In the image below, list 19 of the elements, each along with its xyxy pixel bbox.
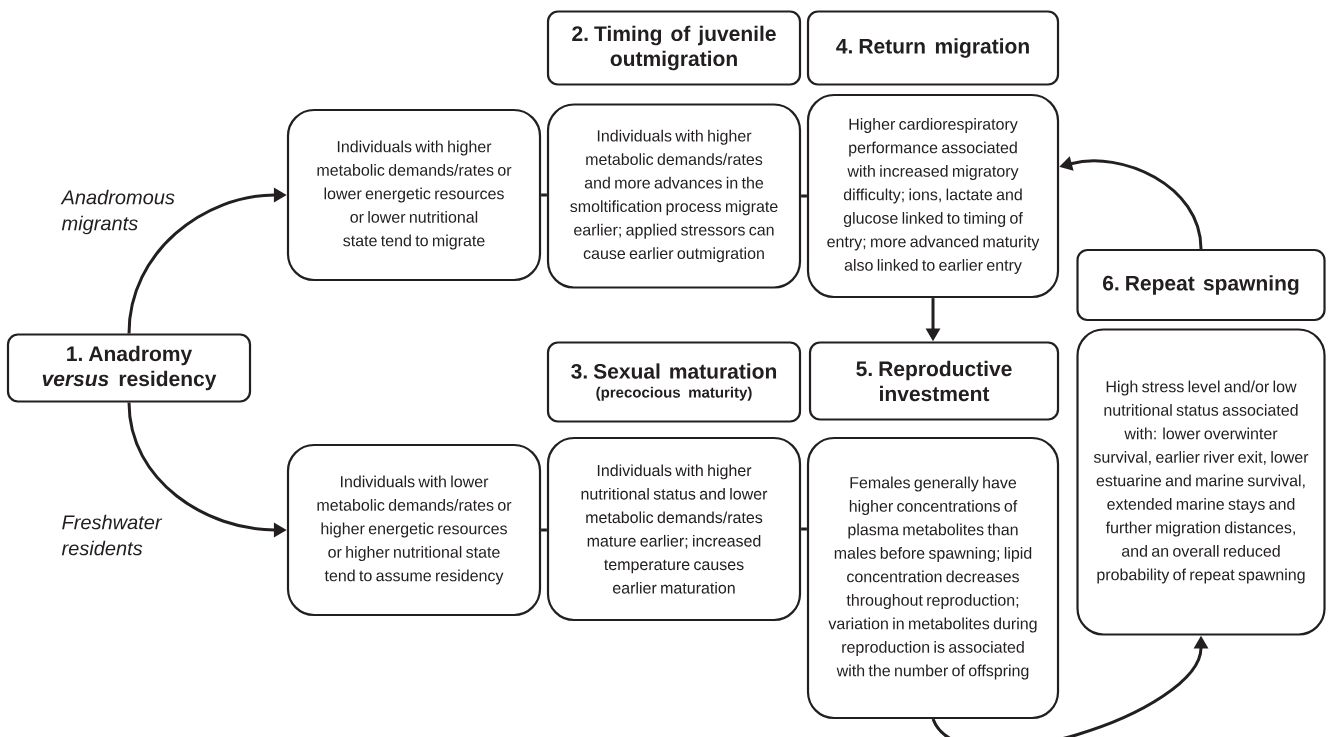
description-box: High stress level and/or low nutritional status associated with: lower overwinter survival, earlier river exit, lower estuarine and marine survival, extended marine stays and further migration distances, and an overall reduced probability of repeat spawning (1076, 328, 1326, 636)
connector (541, 193, 547, 197)
description-box: Individuals with higher nutritional status and lower metabolic demands/rates mature earlier; increased temperature causes earlier maturation (546, 436, 802, 622)
connector (801, 527, 807, 531)
connector (541, 528, 547, 532)
heading-box: 1. Anadromy versus residency (6, 333, 252, 403)
heading-box: 6. Repeat spawning (1076, 248, 1326, 322)
connector (801, 194, 807, 198)
description-box: Individuals with lower metabolic demands/rates or higher energetic resources or higher nutritional state tend to assume residency (286, 443, 542, 617)
heading-box: 2. Timing of juvenile outmigration (546, 10, 802, 86)
heading-box: 5. Reproductive investment (808, 341, 1060, 421)
description-box: Higher cardiorespiratory performance associated with increased migratory difficulty; ions, lactate and glucose linked to timing of entry; more advanced maturity also linked to earlier entry (806, 93, 1060, 299)
edge-label: Freshwater residents (61, 514, 163, 556)
description-box: Individuals with higher metabolic demands/rates or lower energetic resources or lower nutritional state tend to migrate (286, 108, 542, 282)
description-box: Individuals with higher metabolic demands/rates and more advances in the smoltification process migrate earlier; applied stressors can cause earlier outmigration (546, 103, 802, 289)
heading-box: 4. Return migration (806, 10, 1060, 86)
heading-box: 3. Sexual maturation (precocious maturity) (546, 341, 802, 423)
description-box: Females generally have higher concentrations of plasma metabolites than males before spawning; lipid concentration decreases throughout reproduction; variation in metabolites during reproduction is associated with the number of offspring (806, 436, 1060, 720)
edge-label: Anadromous migrants (60, 189, 175, 235)
